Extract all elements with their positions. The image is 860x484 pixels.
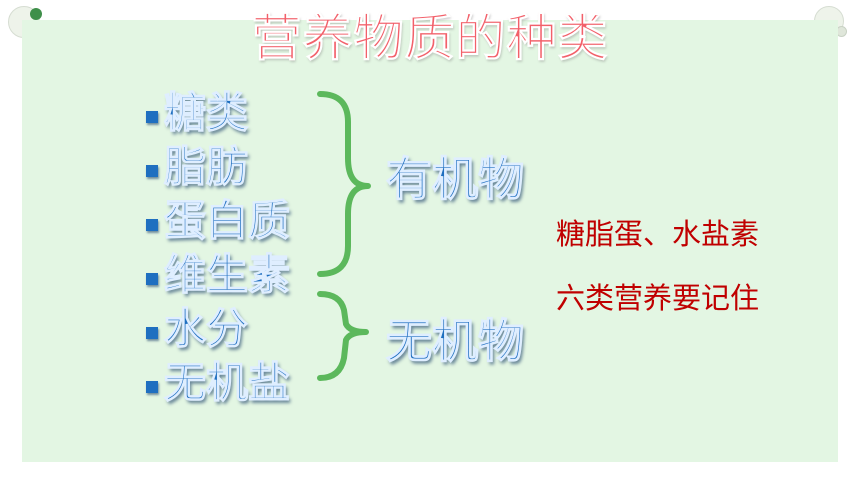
nutrient-label: 蛋白质 [163,195,291,245]
grouping-braces [317,91,371,381]
group-label-organic: 有机物 [385,151,524,206]
square-bullet-icon [146,111,158,123]
nutrient-label: 无机盐 [163,357,291,407]
nutrient-list: 糖类 脂肪 蛋白质 维生素 水分 无机盐 [146,86,291,410]
content-panel [22,20,838,462]
group-label-inorganic: 无机物 [385,313,524,368]
nutrient-item-carbohydrate: 糖类 [146,86,290,140]
nutrient-item-protein: 蛋白质 [146,194,291,248]
mnemonic-line-2: 六类营养要记住 [556,281,760,315]
inorganic-brace-icon [317,291,369,381]
square-bullet-icon [146,381,158,393]
square-bullet-icon [146,327,158,339]
nutrient-item-mineral: 无机盐 [146,356,291,410]
nutrient-label: 脂肪 [163,141,249,191]
slide-title: 营养物质的种类 [251,9,609,68]
nutrient-item-water: 水分 [146,302,290,356]
nutrient-label: 糖类 [163,87,249,137]
square-bullet-icon [146,273,158,285]
decorative-dot-top-left [30,8,42,20]
nutrient-item-fat: 脂肪 [146,140,290,194]
nutrient-label: 维生素 [163,249,291,299]
organic-brace-icon [317,91,371,277]
nutrient-label: 水分 [163,303,249,353]
square-bullet-icon [146,219,158,231]
nutrient-item-vitamin: 维生素 [146,248,291,302]
mnemonic-line-1: 糖脂蛋、水盐素 [556,217,760,251]
square-bullet-icon [146,165,158,177]
